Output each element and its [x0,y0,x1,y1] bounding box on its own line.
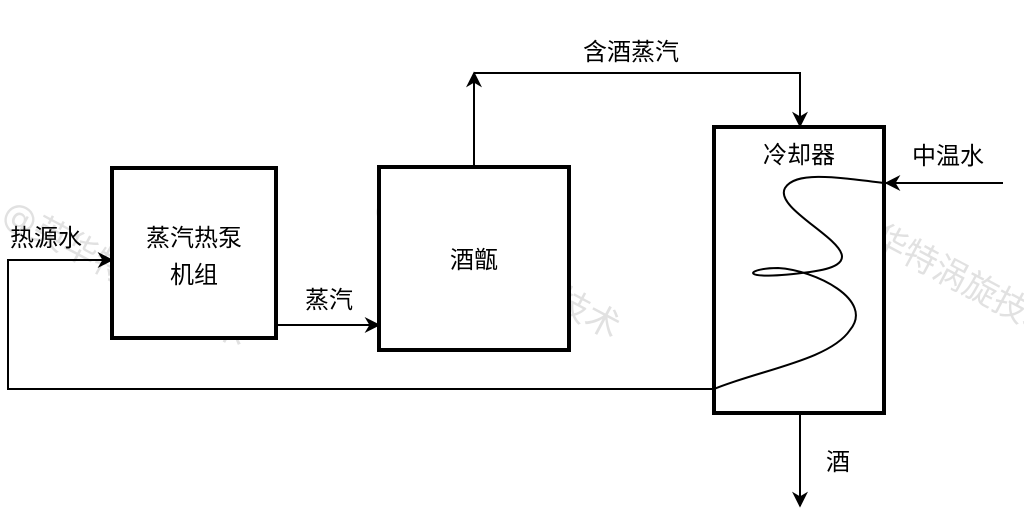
medium-temp-water-label: 中温水 [912,142,984,170]
return-loop-line [7,252,714,390]
condenser-box [712,125,886,415]
heat-source-water-label: 热源水 [10,224,82,252]
still-box [377,165,571,352]
condenser-coil [713,175,885,390]
steam-label: 蒸汽 [305,286,353,314]
still-label: 酒甑 [450,246,498,274]
heat-pump-label-line1: 蒸汽热泵 [146,224,242,252]
heat-pump-box [110,166,278,340]
heat-pump-label-line2: 机组 [170,261,218,289]
alcohol-steam-label: 含酒蒸汽 [583,38,679,66]
liquor-label: 酒 [826,448,850,476]
condenser-label: 冷却器 [763,141,835,169]
alcohol-steam-line [474,72,808,128]
